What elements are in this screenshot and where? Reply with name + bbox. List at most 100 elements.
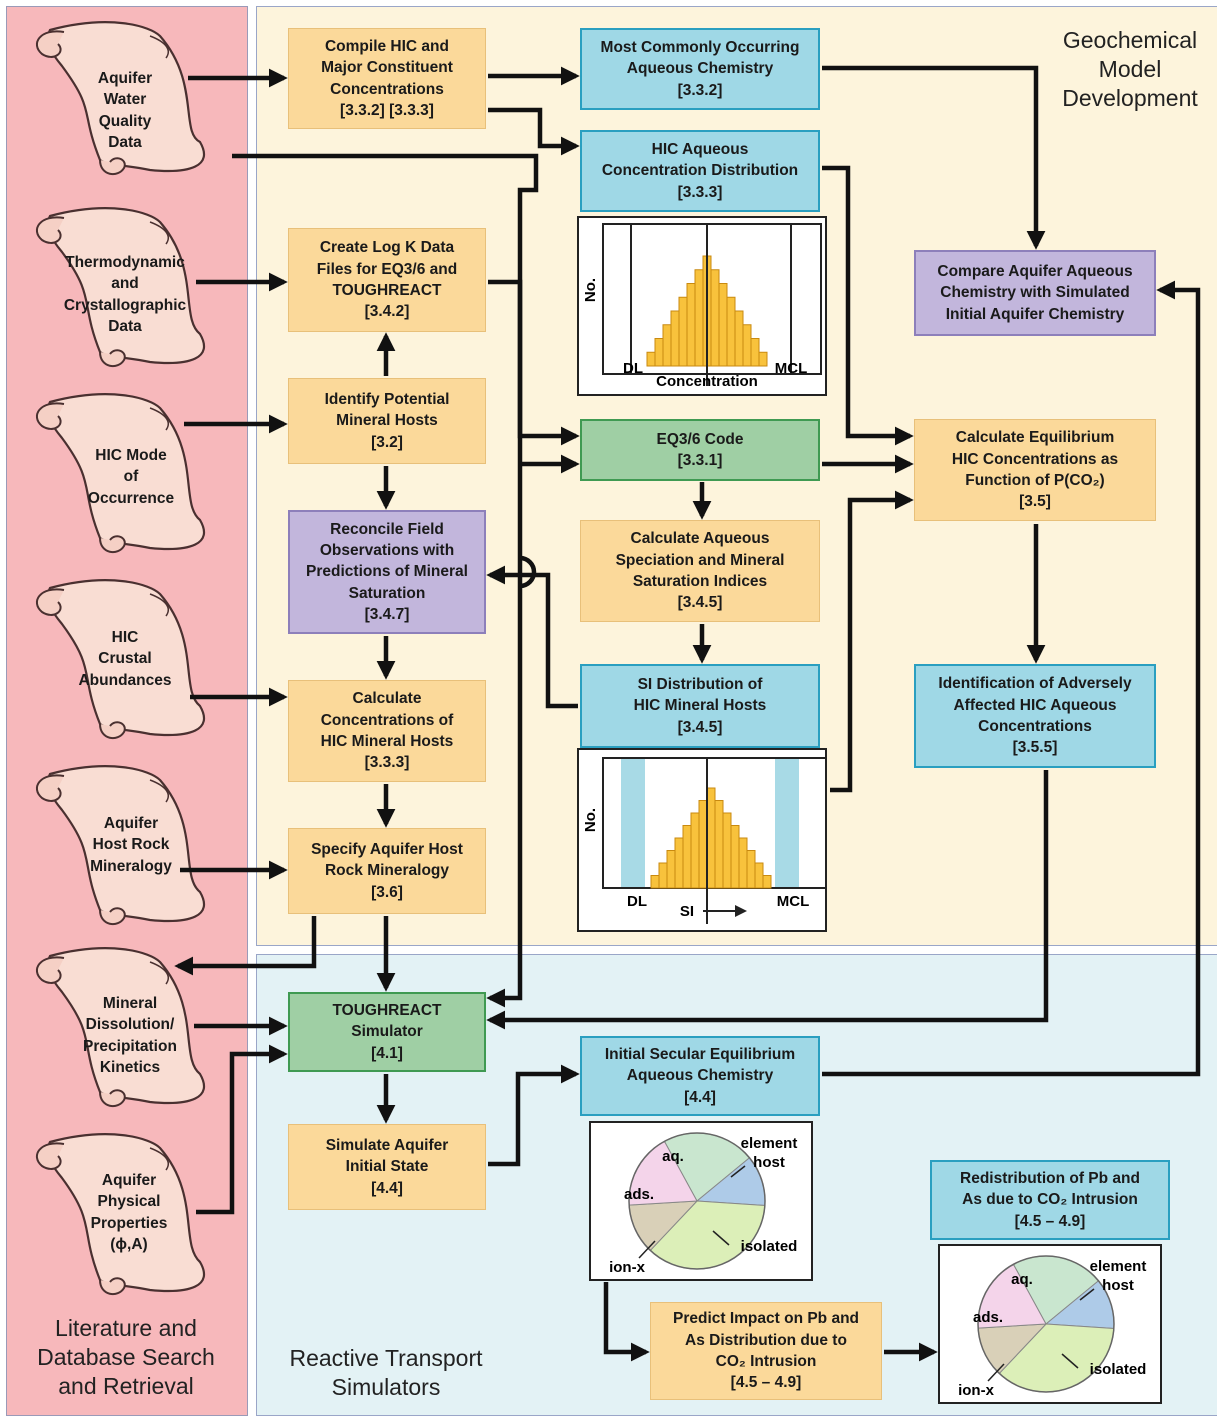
box-line: Compile HIC and — [324, 37, 449, 55]
initial-secular-equilibrium-box: Initial Secular Equilibrium Aqueous Chem… — [580, 1036, 820, 1116]
box-line: Specify Aquifer Host — [311, 840, 463, 858]
scroll-text-line: Data — [108, 318, 142, 336]
box-line: Compare Aquifer Aqueous — [937, 262, 1133, 280]
box-line: [3.3.3] — [364, 754, 410, 772]
box-line: Concentrations — [330, 80, 444, 98]
histogram-bar — [722, 812, 732, 889]
pie-leader-ion-x — [638, 1240, 656, 1259]
box-line: Files for EQ3/6 and — [316, 260, 458, 278]
histogram-bar — [674, 837, 684, 889]
literature-label-line: Literature and — [55, 1315, 197, 1341]
histogram-bar — [706, 787, 716, 889]
box-line: [3.3.2] — [677, 81, 723, 99]
most-common-chemistry-box: Most Commonly Occurring Aqueous Chemistr… — [580, 28, 820, 110]
histogram-bar — [750, 338, 760, 367]
scroll-text-line: Thermodynamic — [65, 254, 185, 271]
pie-label-ads: ads. — [624, 1186, 654, 1203]
scroll-text-line: HIC Mode — [95, 447, 167, 464]
histogram-dl-label: DL — [623, 360, 643, 377]
box-line: As Distribution due to — [685, 1331, 847, 1349]
scroll-hic-crustal: HIC Crustal Abundances — [66, 627, 184, 691]
si-distribution-box: SI Distribution of HIC Mineral Hosts [3.… — [580, 664, 820, 748]
histogram-bar — [710, 269, 720, 367]
scroll-icon — [36, 765, 206, 926]
pie-label-isolated: isolated — [741, 1238, 798, 1255]
mcl-band — [775, 758, 799, 888]
histogram-bar — [726, 296, 736, 367]
geochemical-label-line: Model — [1098, 55, 1162, 82]
pie-label-host: host — [753, 1154, 785, 1171]
scroll-text-line: Properties — [90, 1214, 168, 1232]
box-line: HIC Mineral Hosts — [633, 697, 767, 715]
scroll-text-line: Abundances — [78, 671, 172, 689]
histogram-mcl-label: MCL — [775, 360, 808, 377]
box-line: SI Distribution of — [637, 675, 763, 693]
histogram-bar — [650, 875, 660, 889]
scroll-text-line: Kinetics — [99, 1059, 161, 1077]
create-logk-box: Create Log K Data Files for EQ3/6 and TO… — [288, 228, 486, 332]
box-line: [4.4] — [684, 1088, 716, 1106]
pie-label-isolated: isolated — [1090, 1361, 1147, 1378]
histogram-bar — [658, 862, 668, 889]
box-line: HIC Concentrations as — [951, 450, 1119, 468]
pie-leader-host — [730, 1165, 746, 1178]
scroll-text-line: Water — [103, 91, 147, 109]
histogram-bar — [690, 812, 700, 889]
histogram-bar — [754, 862, 764, 889]
box-line: Major Constituent — [321, 59, 453, 77]
scroll-icon — [36, 393, 206, 554]
scroll-host-rock: Aquifer Host Rock Mineralogy — [72, 813, 190, 877]
histogram-bar — [646, 351, 656, 367]
box-line: Initial State — [345, 1158, 429, 1176]
scroll-text-line: Host Rock — [92, 836, 170, 854]
box-line: Redistribution of Pb and — [960, 1169, 1140, 1187]
box-line: Calculate Equilibrium — [955, 429, 1115, 447]
geochemical-label: Geochemical Model Development — [1030, 26, 1217, 112]
box-line: Reconcile Field — [330, 520, 444, 538]
box-line: Saturation Indices — [632, 573, 768, 590]
specify-host-rock-box: Specify Aquifer Host Rock Mineralogy [3.… — [288, 828, 486, 914]
pie-label-ion-x: ion-x — [958, 1382, 994, 1399]
box-line: EQ3/6 Code — [656, 430, 744, 448]
scroll-text-line: of — [123, 468, 139, 486]
scroll-thermodynamic-data: Thermodynamic and Crystallographic Data — [50, 252, 200, 338]
box-line: Simulator — [351, 1023, 423, 1041]
pie-label-element: element — [741, 1135, 798, 1152]
box-line: [3.5] — [1019, 493, 1051, 511]
histogram-bar — [738, 837, 748, 889]
calculate-speciation-box: Calculate Aqueous Speciation and Mineral… — [580, 520, 820, 622]
histogram-xlabel: Concentration — [656, 373, 758, 390]
histogram-bar — [718, 283, 728, 367]
box-line: Calculate Aqueous — [630, 530, 770, 548]
box-line: Observations with — [319, 541, 455, 559]
box-line: [4.1] — [371, 1044, 403, 1062]
box-line: HIC Mineral Hosts — [320, 733, 454, 750]
box-line: [3.2] — [371, 433, 403, 451]
pie-label-ion-x: ion-x — [609, 1259, 645, 1276]
box-line: Aqueous Chemistry — [626, 60, 774, 78]
box-line: [4.5 – 4.9] — [1014, 1212, 1086, 1230]
scroll-mineral-kinetics: Mineral Dissolution/ Precipitation Kinet… — [66, 993, 194, 1079]
box-line: Create Log K Data — [319, 239, 455, 257]
histogram-bar — [678, 296, 688, 367]
scroll-icon — [36, 1133, 206, 1296]
box-line: Identify Potential — [324, 390, 450, 408]
box-line: [3.4.2] — [364, 303, 410, 321]
histogram-bar — [734, 310, 744, 367]
box-line: As due to CO₂ Intrusion — [962, 1191, 1138, 1209]
pie-slices — [977, 1255, 1115, 1393]
pie-leader-isolated — [712, 1230, 730, 1246]
scroll-text-line: (ϕ,A) — [110, 1236, 148, 1254]
pie-slices — [628, 1132, 766, 1270]
box-line: [3.3.2] [3.3.3] — [340, 101, 434, 119]
histogram-bar — [746, 850, 756, 889]
scroll-icon — [36, 207, 206, 368]
box-line: Concentrations of — [320, 711, 454, 729]
histogram-bar — [762, 875, 772, 889]
adversely-affected-box: Identification of Adversely Affected HIC… — [914, 664, 1156, 768]
scroll-text-line: Mineral — [102, 995, 158, 1012]
box-line: [3.4.5] — [677, 718, 723, 736]
scroll-icon — [36, 21, 206, 176]
simulate-initial-state-box: Simulate Aquifer Initial State [4.4] — [288, 1124, 486, 1210]
